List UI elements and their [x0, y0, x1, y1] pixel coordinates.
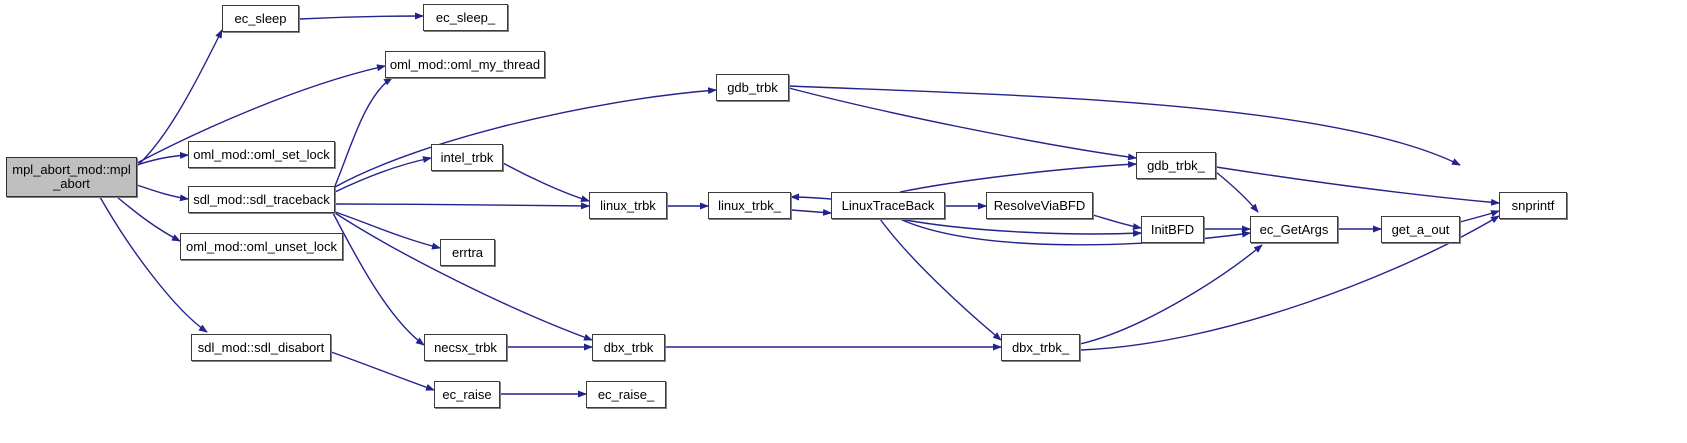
node-gdb_trbk_[interactable]: gdb_trbk_ — [1136, 152, 1216, 179]
node-label: errtra — [451, 244, 484, 260]
edge-intel_trbk-to-linux_trbk — [502, 162, 590, 202]
node-label: InitBFD — [1150, 221, 1195, 237]
node-label: oml_mod::oml_unset_lock — [185, 238, 338, 254]
edge-sdl_traceback-to-errtra — [334, 211, 441, 250]
node-label: get_a_out — [1391, 221, 1450, 237]
node-label: oml_mod::oml_set_lock — [193, 146, 330, 162]
node-label: sdl_mod::sdl_disabort — [197, 339, 325, 355]
node-dbx_trbk[interactable]: dbx_trbk — [592, 334, 665, 361]
edge-LinuxTraceBack-to-linux_trbk_ — [790, 193, 832, 201]
node-linux_trbk_[interactable]: linux_trbk_ — [708, 192, 791, 219]
node-label: mpl_abort_mod::mpl _abort — [12, 162, 131, 191]
node-snprintf[interactable]: snprintf — [1499, 192, 1567, 219]
edge-dbx_trbk_-to-ec_GetArgs — [1079, 244, 1263, 345]
node-label: ec_raise_ — [597, 386, 655, 402]
edge-sdl_disabort-to-ec_raise — [330, 351, 435, 391]
node-label: snprintf — [1511, 197, 1555, 213]
edge-linux_trbk_-to-LinuxTraceBack — [790, 208, 832, 216]
node-sdl_disabort[interactable]: sdl_mod::sdl_disabort — [191, 334, 331, 361]
node-InitBFD[interactable]: InitBFD — [1141, 216, 1204, 243]
edge-gdb_trbk-to-gdb_trbk_ — [788, 87, 1137, 161]
edge-gdb_trbk-to-snprintf — [788, 85, 1461, 166]
node-oml_my_thread[interactable]: oml_mod::oml_my_thread — [385, 51, 545, 78]
node-label: gdb_trbk_ — [1147, 157, 1205, 173]
node-ec_sleep[interactable]: ec_sleep — [222, 5, 299, 32]
edge-LinuxTraceBack-to-InitBFD — [899, 218, 1142, 237]
node-label: ec_sleep_ — [435, 9, 496, 25]
node-necsx_trbk[interactable]: necsx_trbk — [424, 334, 507, 361]
node-label: LinuxTraceBack — [841, 197, 935, 213]
node-intel_trbk[interactable]: intel_trbk — [431, 144, 503, 171]
edge-get_a_out-to-snprintf — [1459, 210, 1500, 223]
edge-mpl_abort-to-oml_unset_lock — [116, 196, 181, 242]
edge-ec_sleep-to-ec_sleep_ — [298, 12, 424, 20]
node-get_a_out[interactable]: get_a_out — [1381, 216, 1460, 243]
node-LinuxTraceBack[interactable]: LinuxTraceBack — [831, 192, 945, 219]
node-gdb_trbk[interactable]: gdb_trbk — [716, 74, 789, 101]
edge-sdl_traceback-to-gdb_trbk — [334, 87, 717, 188]
edge-sdl_traceback-to-necsx_trbk — [332, 212, 425, 346]
node-sdl_traceback[interactable]: sdl_mod::sdl_traceback — [188, 186, 335, 213]
edge-sdl_traceback-to-linux_trbk — [334, 202, 590, 210]
node-label: oml_mod::oml_my_thread — [389, 56, 541, 72]
node-label: dbx_trbk_ — [1011, 339, 1070, 355]
edge-LinuxTraceBack-to-dbx_trbk_ — [879, 218, 1002, 341]
node-label: gdb_trbk — [727, 79, 778, 95]
node-ec_sleep_[interactable]: ec_sleep_ — [423, 4, 508, 31]
edge-mpl_abort-to-oml_set_lock — [136, 151, 189, 166]
node-label: intel_trbk — [440, 149, 494, 165]
node-ec_raise[interactable]: ec_raise — [434, 381, 500, 408]
node-label: linux_trbk — [600, 197, 656, 213]
node-errtra[interactable]: errtra — [440, 239, 495, 266]
node-dbx_trbk_[interactable]: dbx_trbk_ — [1001, 334, 1080, 361]
node-oml_set_lock[interactable]: oml_mod::oml_set_lock — [188, 141, 335, 168]
node-ec_raise_[interactable]: ec_raise_ — [586, 381, 666, 408]
node-label: linux_trbk_ — [718, 197, 781, 213]
edge-sdl_traceback-to-oml_my_thread — [334, 77, 393, 187]
node-ResolveViaBFD[interactable]: ResolveViaBFD — [986, 192, 1093, 219]
edge-ResolveViaBFD-to-InitBFD — [1092, 214, 1142, 230]
edge-gdb_trbk_-to-snprintf — [1215, 166, 1500, 206]
node-label: dbx_trbk — [603, 339, 654, 355]
node-label: ec_raise — [442, 386, 492, 402]
node-label: sdl_mod::sdl_traceback — [193, 191, 330, 207]
node-label: ec_GetArgs — [1259, 221, 1329, 237]
node-linux_trbk[interactable]: linux_trbk — [589, 192, 667, 219]
edge-mpl_abort-to-sdl_disabort — [99, 196, 208, 333]
edge-sdl_traceback-to-intel_trbk — [334, 156, 432, 193]
edge-mpl_abort-to-sdl_traceback — [136, 184, 189, 202]
node-mpl_abort[interactable]: mpl_abort_mod::mpl _abort — [6, 157, 137, 197]
edge-LinuxTraceBack-to-gdb_trbk_ — [899, 160, 1137, 193]
node-label: ec_sleep — [234, 10, 287, 26]
edge-sdl_traceback-to-dbx_trbk — [334, 212, 593, 341]
node-label: ResolveViaBFD — [993, 197, 1086, 213]
edge-gdb_trbk_-to-ec_GetArgs — [1215, 171, 1259, 213]
node-oml_unset_lock[interactable]: oml_mod::oml_unset_lock — [180, 233, 343, 260]
node-ec_GetArgs[interactable]: ec_GetArgs — [1250, 216, 1338, 243]
node-label: necsx_trbk — [434, 339, 497, 355]
